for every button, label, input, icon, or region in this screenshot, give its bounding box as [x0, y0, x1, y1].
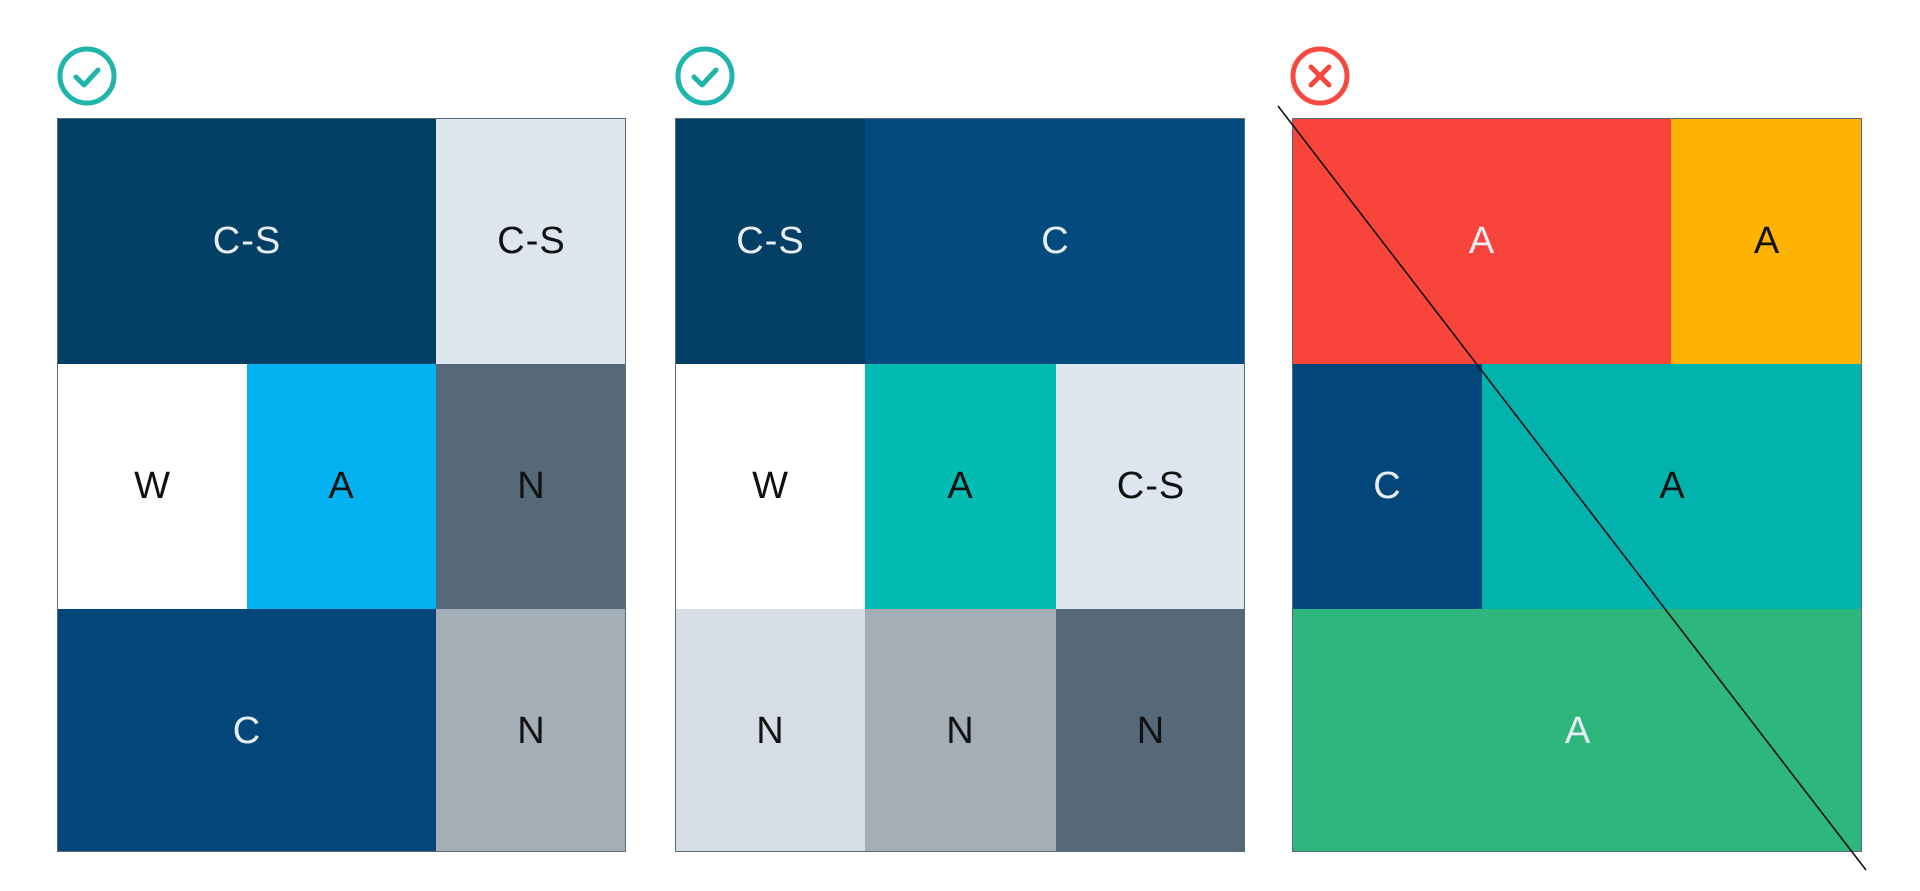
- tile-label: A: [1468, 220, 1496, 262]
- color-tile: C-S: [1056, 364, 1244, 609]
- x-circle-icon: [1290, 46, 1350, 106]
- color-tile: C-S: [58, 119, 436, 364]
- color-tile: N: [436, 364, 625, 609]
- color-tile: C: [865, 119, 1244, 364]
- tile-label: N: [946, 709, 975, 752]
- color-tile: C: [58, 609, 436, 851]
- tile-label: N: [517, 709, 546, 752]
- color-tile: N: [436, 609, 625, 851]
- example-panel-correct-1: C-S C-S W A N C N: [57, 118, 626, 852]
- check-circle-icon: [57, 46, 117, 106]
- color-tile: N: [1056, 609, 1244, 851]
- color-tile: C: [1293, 364, 1482, 609]
- tile-label: C: [1041, 220, 1070, 262]
- example-panel-correct-2: C-S C W A C-S N N N: [675, 118, 1245, 852]
- color-tile: W: [58, 364, 247, 609]
- color-tile: C-S: [436, 119, 625, 364]
- color-tile: A: [865, 364, 1056, 609]
- tile-label: C-S: [1116, 465, 1186, 507]
- tile-label: N: [756, 709, 785, 752]
- tile-label: C-S: [497, 220, 566, 262]
- tile-label: A: [1753, 220, 1781, 262]
- check-circle-icon: [675, 46, 735, 106]
- color-tile: W: [676, 364, 865, 609]
- tile-label: W: [134, 465, 171, 507]
- color-tile: A: [247, 364, 436, 609]
- tile-label: W: [752, 465, 789, 507]
- tile-label: A: [1659, 465, 1686, 507]
- color-tile: C-S: [676, 119, 865, 364]
- example-panel-incorrect: A A C A A: [1292, 118, 1862, 852]
- color-tile: A: [1482, 364, 1861, 609]
- tile-label: N: [517, 465, 546, 507]
- color-tile: N: [676, 609, 865, 851]
- tile-label: C-S: [212, 220, 282, 262]
- tile-label: C: [232, 709, 262, 752]
- tile-label: A: [1564, 709, 1592, 752]
- color-tile: A: [1671, 119, 1861, 364]
- tile-label: A: [328, 465, 355, 507]
- color-tile: A: [1293, 609, 1861, 851]
- color-tile: N: [865, 609, 1056, 851]
- tile-label: C: [1373, 465, 1402, 507]
- tile-label: A: [947, 465, 974, 507]
- color-tile: A: [1293, 119, 1671, 364]
- tile-label: N: [1136, 709, 1166, 752]
- tile-label: C-S: [736, 220, 805, 262]
